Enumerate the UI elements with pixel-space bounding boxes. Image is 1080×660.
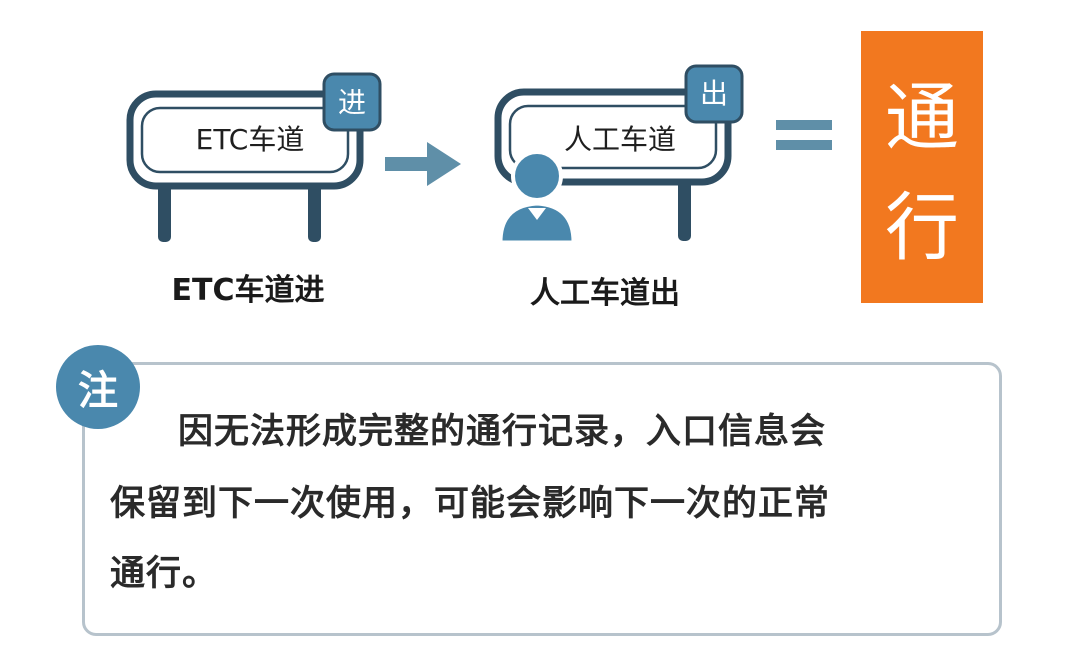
note-box bbox=[82, 362, 1002, 636]
manual-gantry-sign-icon bbox=[494, 64, 744, 241]
manual-sign-label: 人工车道 bbox=[563, 123, 676, 156]
result-box: 通 行 bbox=[861, 31, 983, 303]
result-char-2: 行 bbox=[885, 185, 959, 271]
etc-gantry-sign-icon bbox=[126, 72, 382, 242]
note-line-3: 通行。 bbox=[110, 554, 219, 594]
exit-caption: 人工车道出 bbox=[530, 276, 680, 311]
exit-badge-label: 出 bbox=[699, 77, 728, 110]
entry-caption: ETC车道进 bbox=[171, 273, 325, 308]
etc-sign-label: ETC车道 bbox=[195, 123, 305, 156]
entry-badge-label: 进 bbox=[337, 86, 366, 119]
note-line-2: 保留到下一次使用，可能会影响下一次的正常 bbox=[110, 484, 831, 524]
equals-icon bbox=[776, 120, 832, 150]
note-line-1: 因无法形成完整的通行记录，入口信息会 bbox=[178, 412, 827, 452]
note-badge: 注 bbox=[56, 345, 140, 429]
result-char-1: 通 bbox=[885, 75, 959, 161]
arrow-right-icon bbox=[385, 142, 461, 186]
person-icon bbox=[499, 150, 575, 244]
